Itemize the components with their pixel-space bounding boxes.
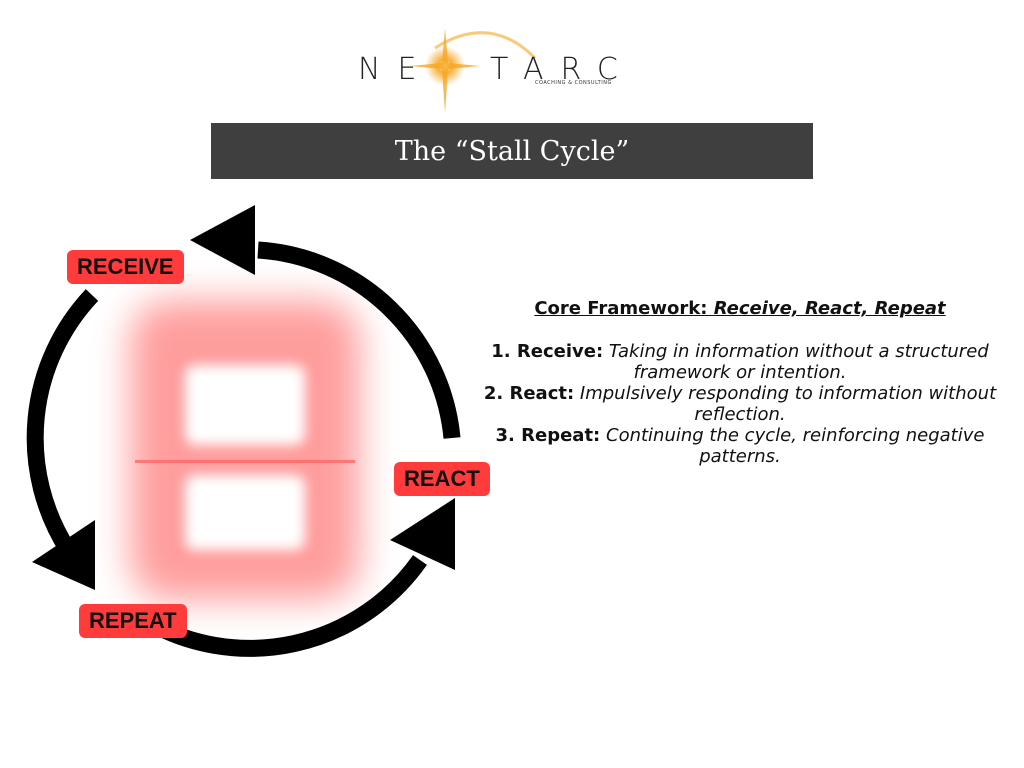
- framework-item-term: 3. Repeat:: [495, 425, 601, 446]
- framework-description: Core Framework: Receive, React, Repeat 1…: [470, 298, 1010, 467]
- label-repeat: REPEAT: [79, 604, 187, 638]
- cycle-arrows: [26, 241, 461, 657]
- star-flare-icon: [410, 28, 537, 113]
- framework-item-term: 1. Receive:: [491, 341, 604, 362]
- framework-item-term: 2. React:: [483, 383, 575, 404]
- center-glow: [130, 300, 360, 600]
- framework-item-repeat: 3. Repeat: Continuing the cycle, reinfor…: [470, 425, 1010, 467]
- cycle-diagram: [26, 205, 461, 657]
- label-receive: RECEIVE: [67, 250, 184, 284]
- arrowhead-top-icon: [190, 205, 255, 275]
- logo-text-left: NE: [358, 52, 434, 87]
- arrowhead-left-icon: [32, 520, 95, 590]
- framework-item-react: 2. React: Impulsively responding to info…: [470, 383, 1010, 425]
- framework-heading-prefix: Core Framework:: [534, 298, 714, 319]
- logo-text-right: TARC: [490, 52, 635, 87]
- page-title: The “Stall Cycle”: [394, 135, 630, 167]
- framework-heading-emphasis: Receive, React, Repeat: [713, 298, 946, 319]
- arrowhead-right-icon: [390, 498, 455, 570]
- framework-item-desc: Taking in information without a structur…: [608, 341, 989, 383]
- framework-item-desc: Impulsively responding to information wi…: [579, 383, 997, 425]
- framework-item-desc: Continuing the cycle, reinforcing negati…: [606, 425, 985, 467]
- framework-item-receive: 1. Receive: Taking in information withou…: [470, 341, 1010, 383]
- nextarc-logo: NE TARC COACHING & CONSULTING: [340, 18, 640, 118]
- framework-heading: Core Framework: Receive, React, Repeat: [470, 298, 1010, 319]
- logo-tagline: COACHING & CONSULTING: [535, 80, 612, 86]
- title-bar: The “Stall Cycle”: [211, 123, 813, 179]
- label-react: REACT: [394, 462, 490, 496]
